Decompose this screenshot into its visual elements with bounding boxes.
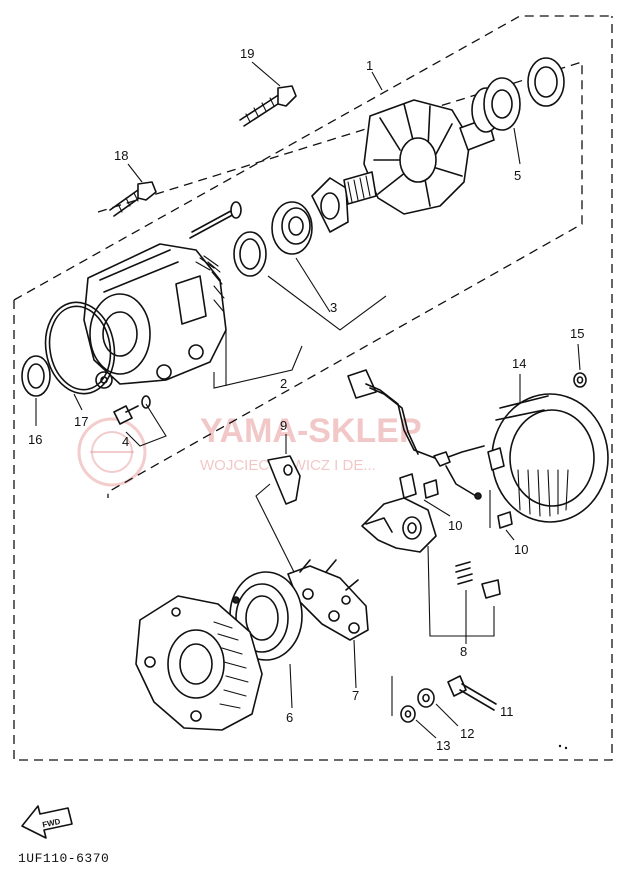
callout-6: 6 <box>286 710 293 725</box>
fwd-label: FWD <box>42 817 62 830</box>
bearing-3 <box>267 177 387 331</box>
rear-housing <box>135 595 263 731</box>
callout-3: 3 <box>330 300 337 315</box>
callout-5: 5 <box>514 168 521 183</box>
callout-16: 16 <box>28 432 42 447</box>
bearing-5 <box>471 57 565 165</box>
callout-11: 11 <box>500 704 514 719</box>
callout-17: 17 <box>74 414 88 429</box>
collar-2 <box>213 231 303 389</box>
bolt-19 <box>239 61 297 127</box>
callout-2: 2 <box>280 376 287 391</box>
callout-10b: 10 <box>514 542 528 557</box>
rotor <box>343 99 495 215</box>
bolt-18 <box>109 163 157 217</box>
screw-washer-nut <box>391 675 497 739</box>
callout-18: 18 <box>114 148 128 163</box>
seal-16 <box>21 355 51 426</box>
callout-9: 9 <box>280 418 287 433</box>
terminals-10 <box>399 473 515 541</box>
leader-1 <box>371 71 383 91</box>
o-ring-17 <box>44 301 116 411</box>
wire-harness <box>347 369 485 500</box>
callout-10a: 10 <box>448 518 462 533</box>
callout-8: 8 <box>460 644 467 659</box>
callout-1: 1 <box>366 58 373 73</box>
callout-7: 7 <box>352 688 359 703</box>
brush-holder <box>361 497 495 637</box>
callout-19: 19 <box>240 46 254 61</box>
callout-14: 14 <box>512 356 526 371</box>
callout-15: 15 <box>570 326 584 341</box>
brushes-8 <box>455 561 501 644</box>
scan-dots <box>558 744 568 750</box>
stud-rod <box>189 201 242 239</box>
rear-cover-14 <box>487 343 609 523</box>
regulator-7 <box>287 559 369 689</box>
part-code: 1UF110-6370 <box>18 851 110 866</box>
watermark-brand: YAMA-SKLEP <box>200 412 422 450</box>
watermark: YAMA-SKLEP WOJCIECHOWICZ I DE... <box>77 412 422 487</box>
callout-12: 12 <box>460 726 474 741</box>
callout-labels: 1 2 3 4 5 6 7 8 9 10 10 11 12 13 14 15 1… <box>28 46 584 753</box>
callout-13: 13 <box>436 738 450 753</box>
callout-4: 4 <box>122 434 129 449</box>
fwd-arrow-icon: FWD <box>21 805 73 839</box>
bolt-4 <box>113 395 167 447</box>
bracket-9 <box>255 434 301 573</box>
front-housing <box>83 243 227 389</box>
